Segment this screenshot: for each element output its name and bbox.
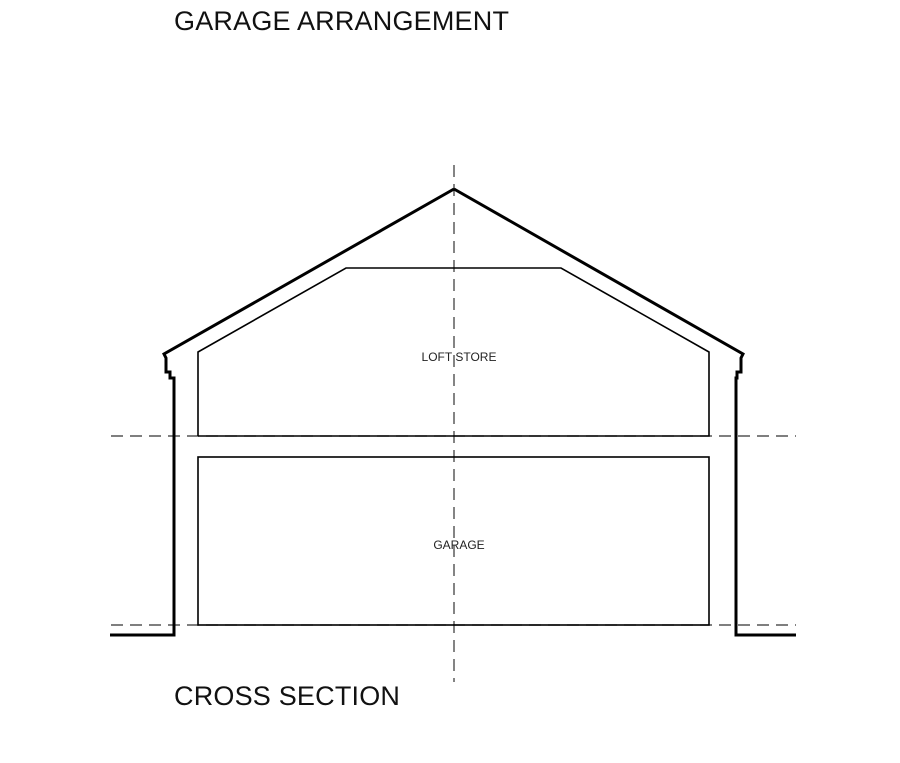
room-label-garage: GARAGE [433, 538, 485, 552]
drawing-title: GARAGE ARRANGEMENT [174, 6, 510, 36]
right-wall-and-roof [453, 187, 796, 637]
loft-store-outline [197, 267, 710, 437]
room-label-loft-store: LOFT STORE [421, 350, 497, 364]
left-wall-and-roof [110, 187, 455, 637]
view-title: CROSS SECTION [174, 681, 401, 711]
garage-outline [197, 456, 710, 626]
centerlines [111, 165, 796, 682]
building-outline [110, 187, 796, 637]
